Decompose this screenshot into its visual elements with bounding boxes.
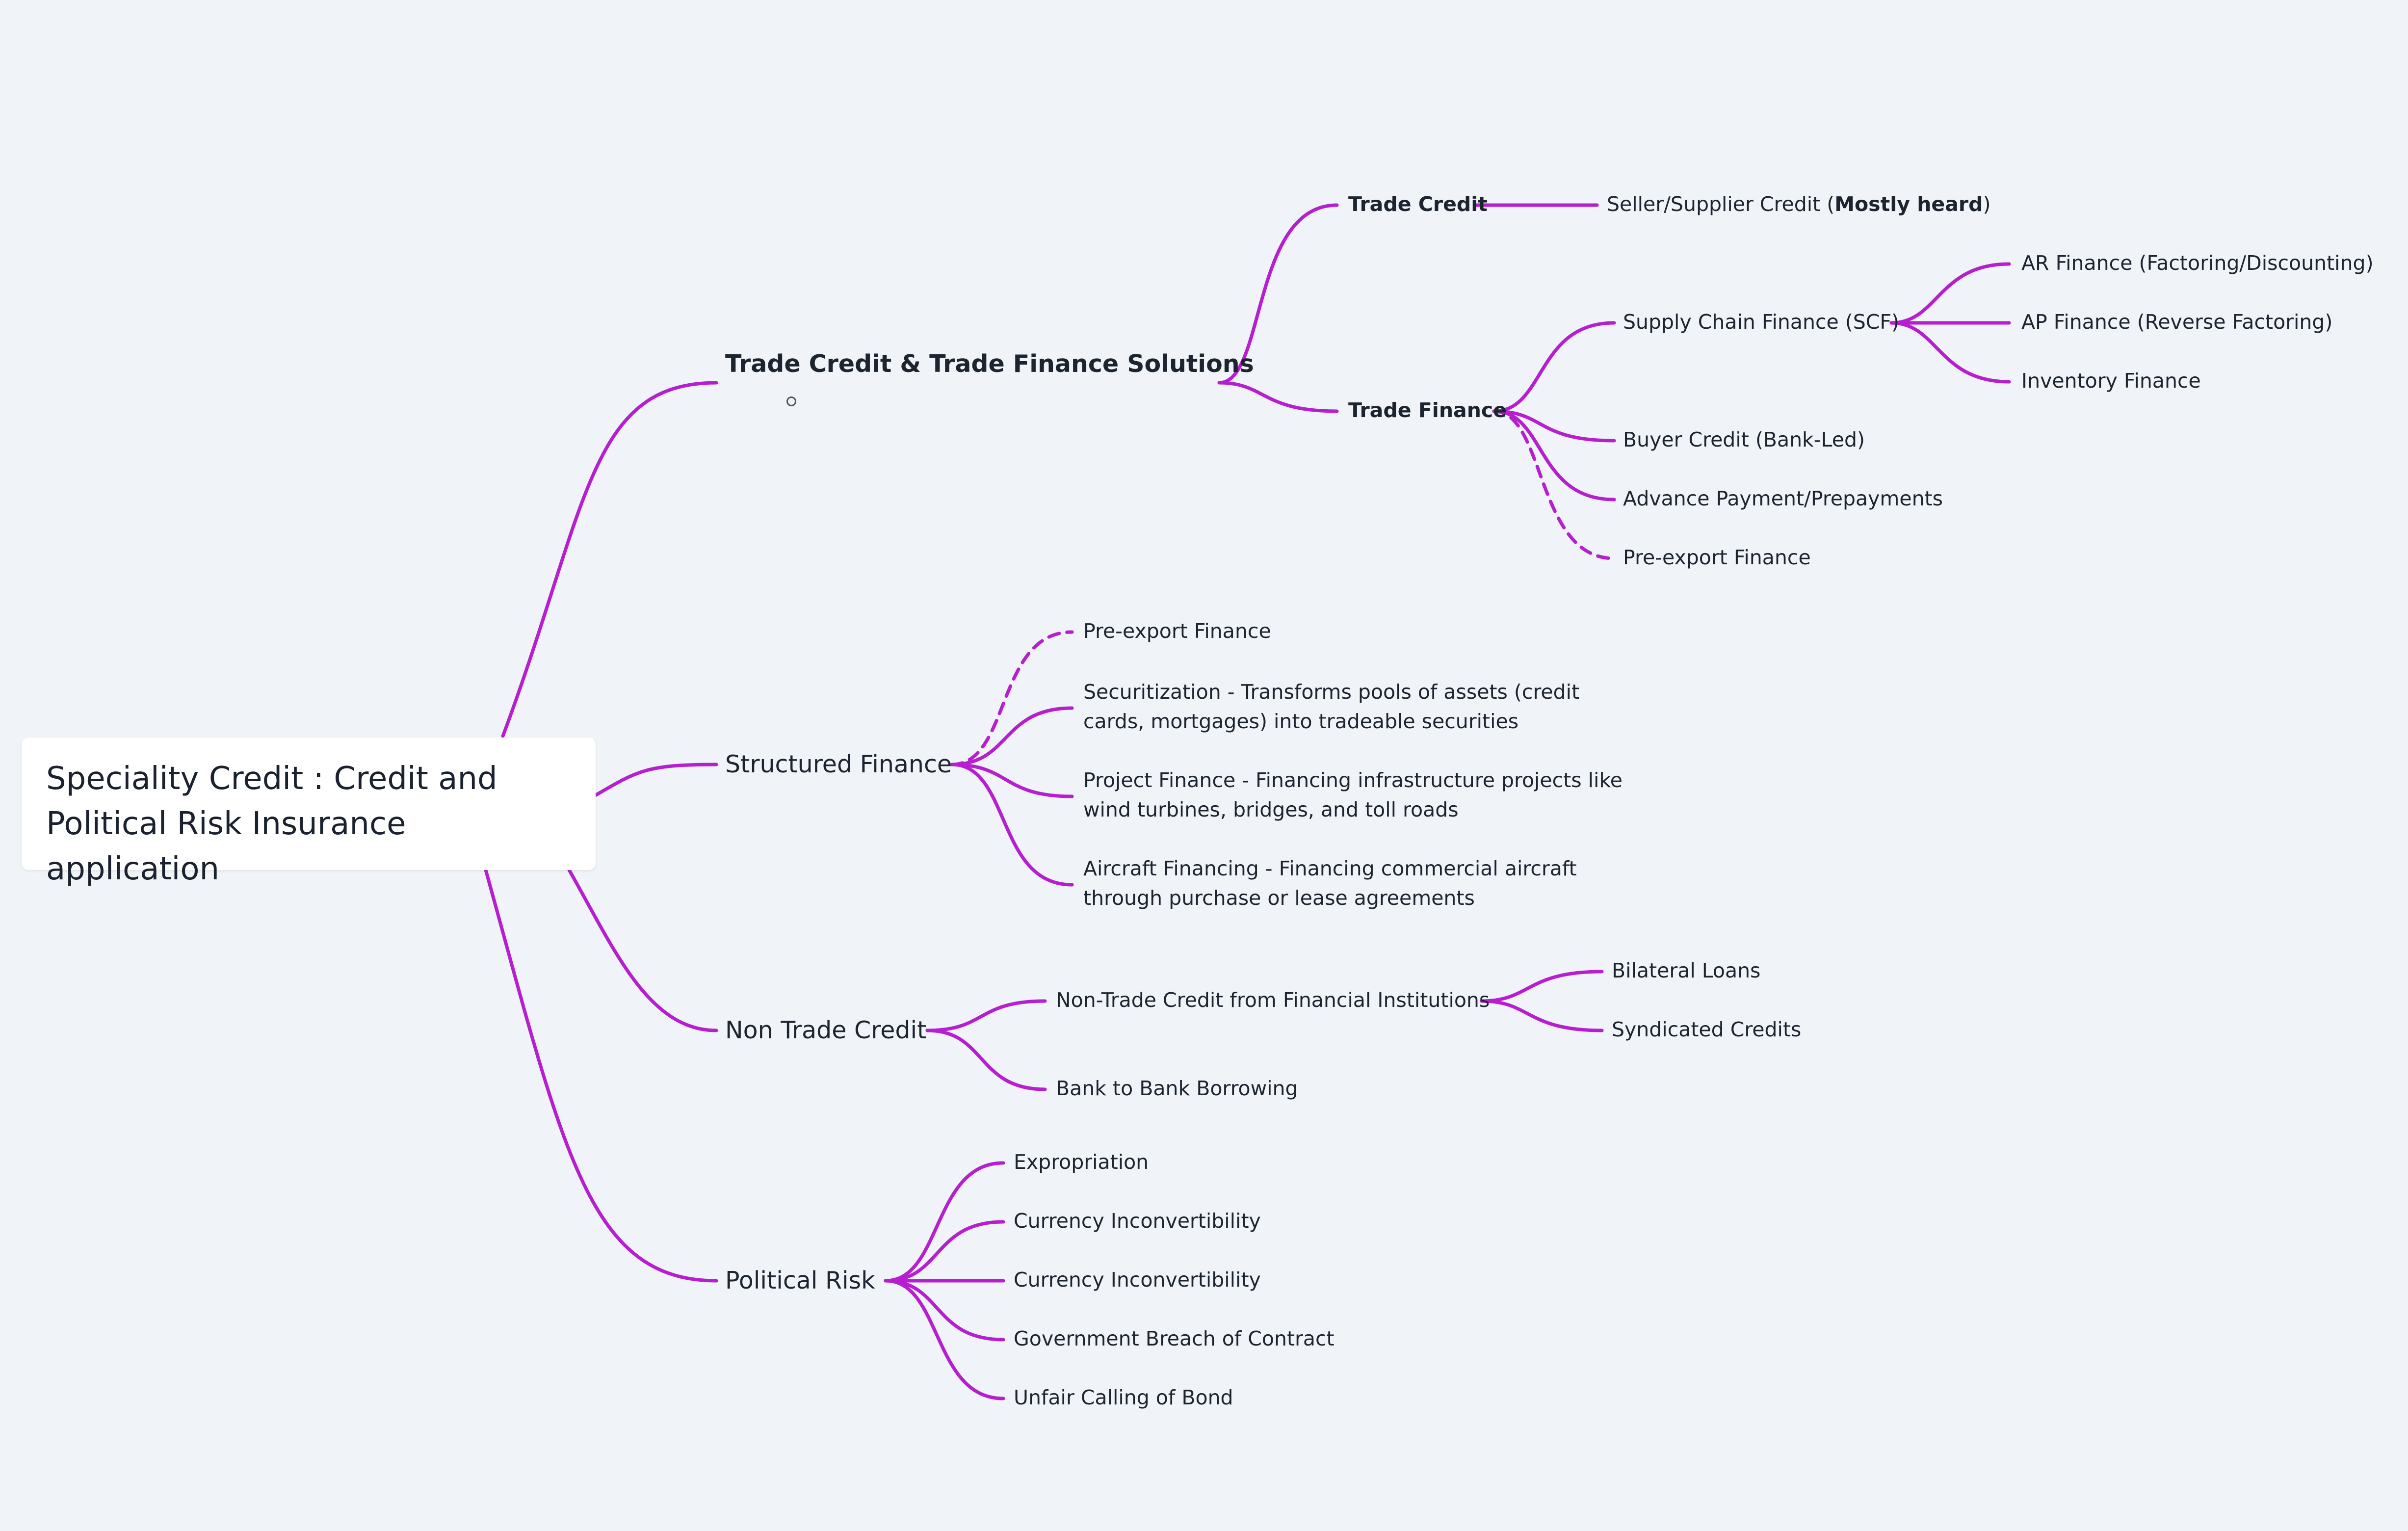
root-node-label: Speciality Credit : Credit and Political…	[46, 761, 497, 887]
node-currency-inconvertibility-1[interactable]: Currency Inconvertibility	[1014, 1209, 1261, 1233]
node-bilateral-loans[interactable]: Bilateral Loans	[1612, 959, 1761, 982]
collapse-handle[interactable]	[786, 396, 796, 406]
link-sf-securitization	[950, 706, 1074, 766]
node-syndicated-credits[interactable]: Syndicated Credits	[1612, 1018, 1802, 1041]
link-tf-buyer	[1492, 409, 1616, 443]
node-project-finance[interactable]: Project Finance - Financing infrastructu…	[1083, 768, 1623, 821]
link-fi-syndicated	[1480, 999, 1604, 1032]
node-supply-chain-finance[interactable]: Supply Chain Finance (SCF)	[1623, 310, 1900, 334]
node-expropriation[interactable]: Expropriation	[1014, 1150, 1149, 1174]
link-tf-advance	[1492, 409, 1616, 502]
node-structured-finance[interactable]: Structured Finance	[725, 750, 952, 778]
node-sf-pre-export[interactable]: Pre-export Finance	[1083, 619, 1271, 643]
node-ar-finance[interactable]: AR Finance (Factoring/Discounting)	[2021, 251, 2374, 275]
node-trade-credit[interactable]: Trade Credit	[1348, 192, 1488, 216]
seller-credit-bold: Mostly heard	[1834, 192, 1983, 216]
link-sf-project	[950, 763, 1074, 798]
node-aircraft-financing[interactable]: Aircraft Financing - Financing commercia…	[1083, 857, 1577, 910]
node-ap-finance[interactable]: AP Finance (Reverse Factoring)	[2021, 310, 2333, 334]
node-non-trade-credit[interactable]: Non Trade Credit	[725, 1016, 927, 1044]
link-scf-ar	[1889, 262, 2011, 325]
link-root-trade	[501, 381, 718, 738]
link-ntc-bank	[925, 1029, 1047, 1091]
link-pr-bond	[884, 1279, 1005, 1400]
link-sf-preexport	[950, 630, 1074, 766]
seller-credit-suffix: )	[1983, 192, 1991, 216]
link-trade-tradecredit	[1217, 203, 1339, 385]
link-fi-bilateral	[1480, 970, 1604, 1003]
link-pr-expropriation	[884, 1161, 1005, 1283]
link-sf-aircraft	[950, 763, 1074, 887]
node-government-breach[interactable]: Government Breach of Contract	[1014, 1327, 1335, 1350]
link-tf-preexport	[1492, 409, 1616, 560]
node-advance-payment[interactable]: Advance Payment/Prepayments	[1623, 487, 1943, 510]
node-unfair-calling-bond[interactable]: Unfair Calling of Bond	[1014, 1386, 1233, 1409]
link-root-structured	[594, 763, 718, 797]
link-root-nontrade	[567, 868, 718, 1032]
link-trade-tradefinance	[1217, 381, 1339, 413]
node-tf-pre-export[interactable]: Pre-export Finance	[1623, 546, 1811, 569]
link-scf-inventory	[1889, 321, 2011, 384]
node-fi-credit[interactable]: Non-Trade Credit from Financial Institut…	[1056, 988, 1490, 1012]
node-inventory-finance[interactable]: Inventory Finance	[2021, 369, 2201, 393]
link-root-political	[484, 868, 718, 1283]
seller-credit-prefix: Seller/Supplier Credit (	[1607, 192, 1835, 216]
node-political-risk[interactable]: Political Risk	[725, 1267, 875, 1294]
link-pr-breach	[884, 1279, 1005, 1342]
link-pr-currency1	[884, 1220, 1005, 1283]
root-node[interactable]: Speciality Credit : Credit and Political…	[22, 738, 596, 887]
node-trade-finance[interactable]: Trade Finance	[1348, 398, 1507, 422]
node-trade-solutions[interactable]: Trade Credit & Trade Finance Solutions	[725, 350, 1254, 378]
node-seller-supplier-credit[interactable]: Seller/Supplier Credit (Mostly heard)	[1607, 191, 1990, 217]
link-ntc-fi	[925, 999, 1047, 1032]
node-currency-inconvertibility-2[interactable]: Currency Inconvertibility	[1014, 1268, 1261, 1292]
link-tf-scf	[1492, 321, 1616, 413]
node-buyer-credit[interactable]: Buyer Credit (Bank-Led)	[1623, 428, 1865, 451]
node-securitization[interactable]: Securitization - Transforms pools of ass…	[1083, 680, 1580, 733]
node-bank-to-bank[interactable]: Bank to Bank Borrowing	[1056, 1077, 1298, 1100]
